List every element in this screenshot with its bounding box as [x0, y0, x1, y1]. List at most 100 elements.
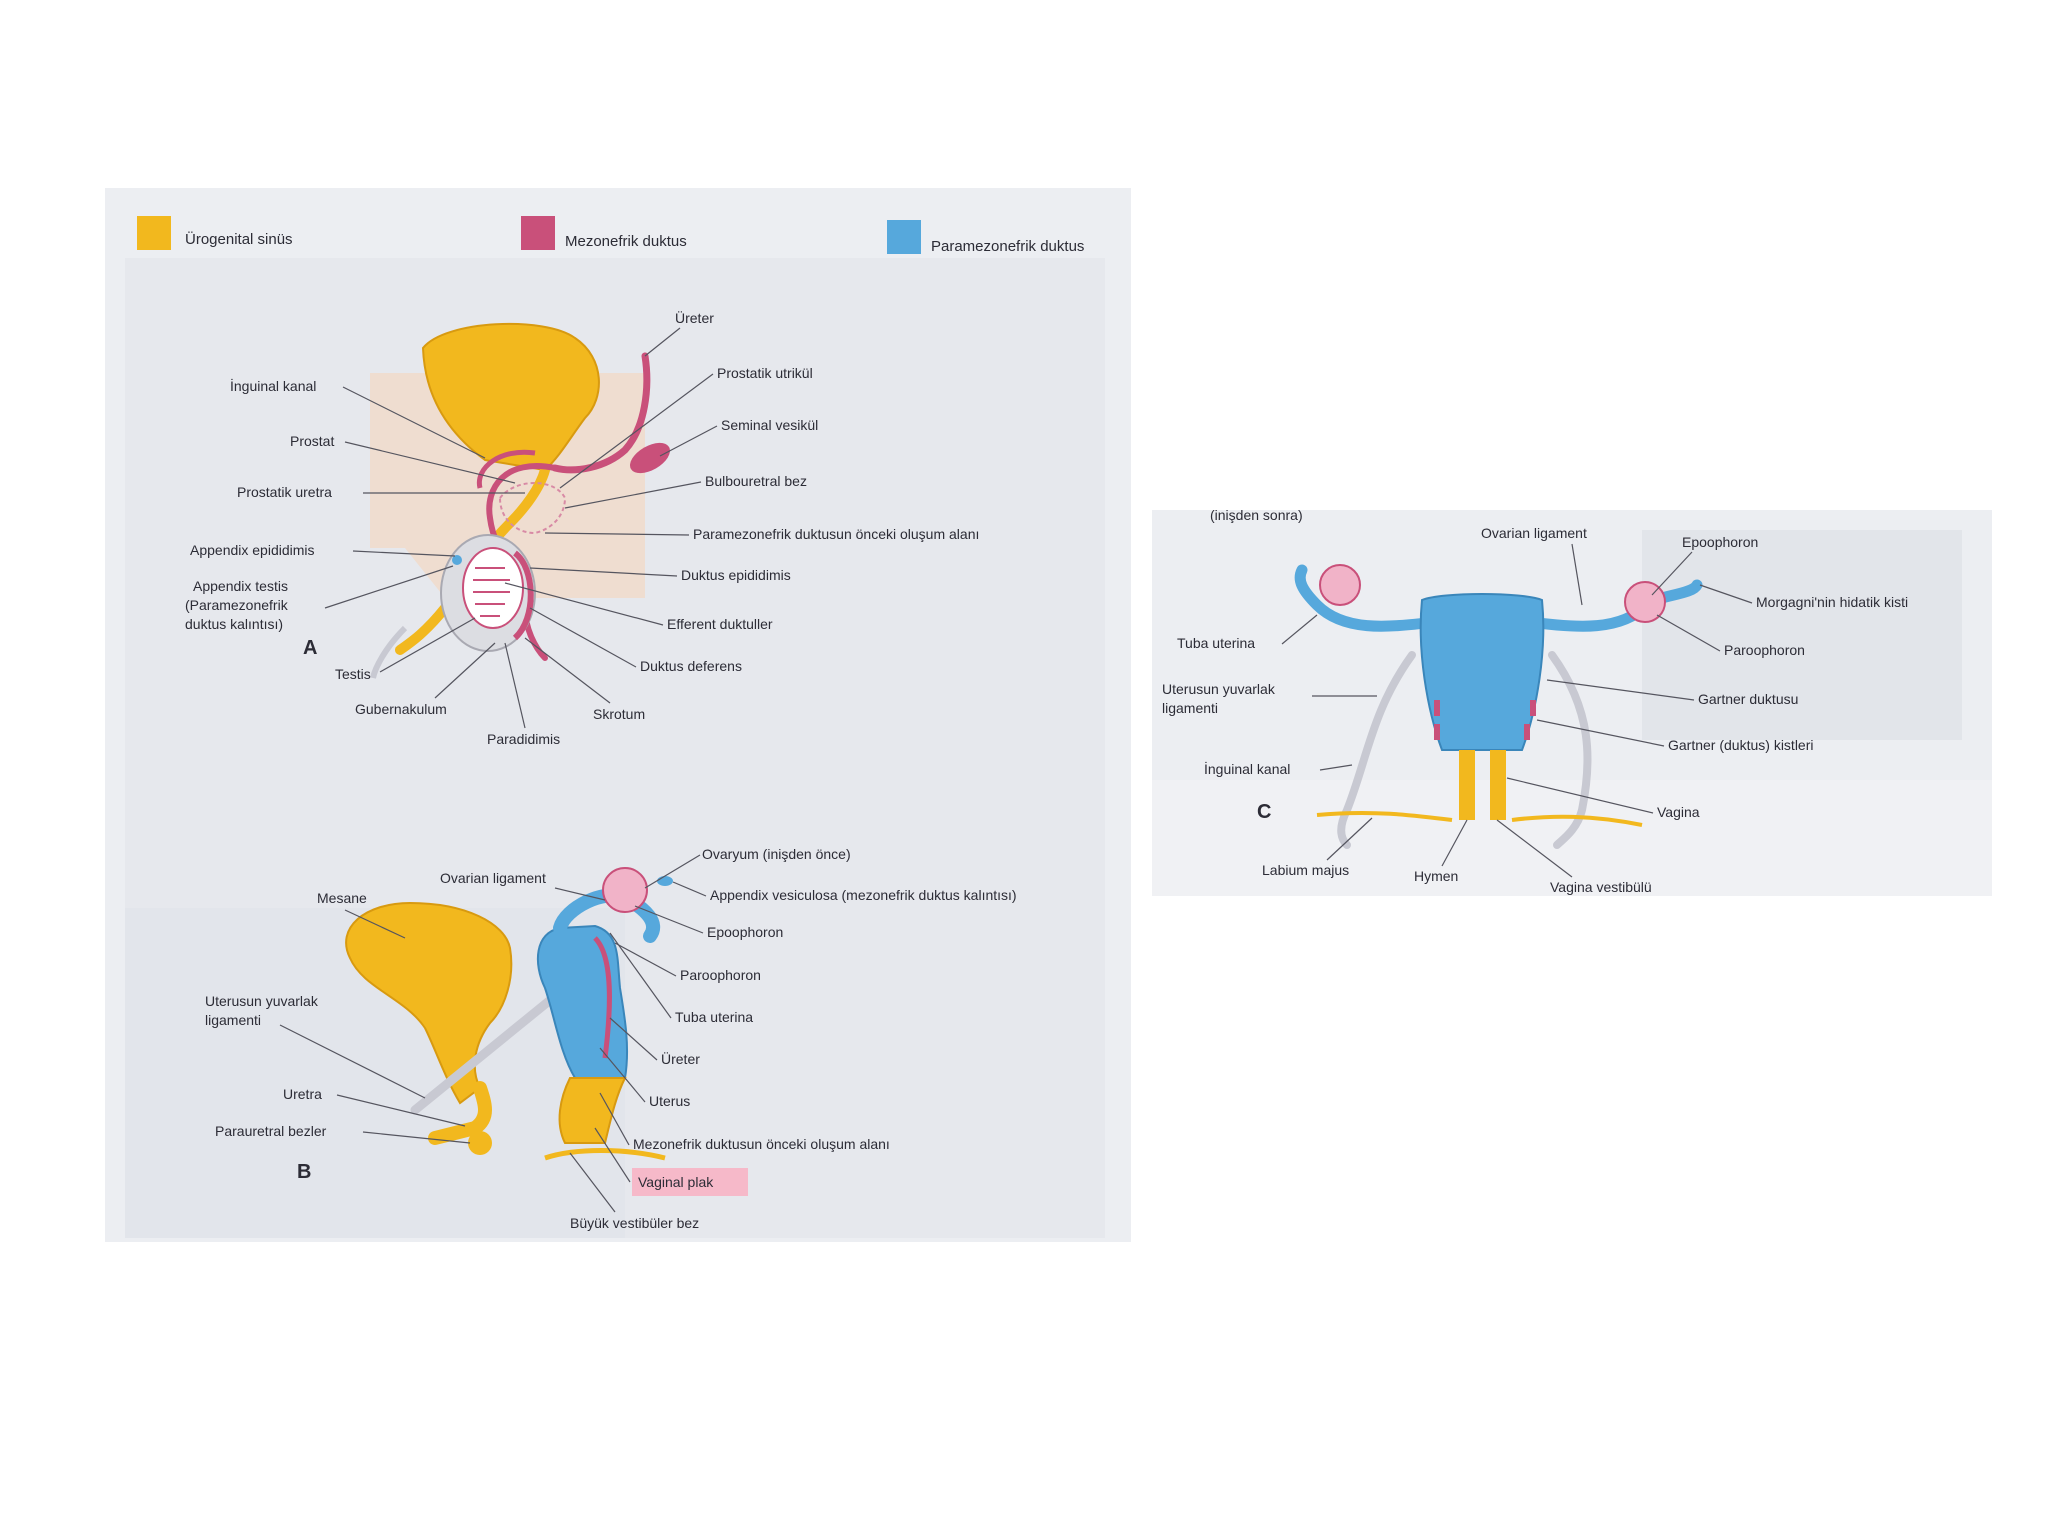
label-parauretral: Parauretral bezler — [215, 1123, 327, 1139]
leader-line — [352, 550, 456, 557]
leader-line — [672, 881, 707, 897]
label-ureter-a: Üreter — [675, 309, 714, 326]
label-top-cut-c: (inişden sonra) — [1210, 510, 1303, 523]
mesonephric-loop — [476, 449, 536, 489]
epididymis-shape — [512, 550, 534, 641]
leader-line — [1319, 764, 1353, 771]
label-skrotum: Skrotum — [593, 706, 645, 722]
leader-line — [1699, 584, 1753, 604]
label-appendix-testis-1: Appendix testis — [193, 578, 288, 594]
leader-line — [324, 565, 454, 609]
label-prostatik-utrikul: Prostatik utrikül — [717, 365, 813, 381]
legend-label-paramesonephric: Paramezonefrik duktus — [931, 238, 1084, 255]
leader-line — [344, 441, 516, 484]
tuba-uterina-c-left — [1294, 564, 1453, 632]
leader-line — [544, 532, 690, 536]
legend-swatch-paramesonephric — [887, 220, 921, 254]
label-labium: Labium majus — [1262, 862, 1349, 878]
label-prostat: Prostat — [290, 433, 334, 449]
leader-line — [504, 582, 664, 626]
page-shade-c — [1642, 530, 1962, 740]
leader-line — [342, 386, 486, 459]
leader-line — [644, 327, 681, 357]
label-vaginal-plak: Vaginal plak — [638, 1174, 714, 1190]
label-epoophoron-b: Epoophoron — [707, 924, 783, 940]
label-mesane: Mesane — [317, 890, 367, 906]
leader-line — [609, 1017, 658, 1061]
leader-line — [614, 942, 677, 977]
ovary-c-left — [1319, 564, 1361, 606]
label-ureter-b: Üreter — [661, 1050, 700, 1067]
vagina-c-left — [1459, 750, 1475, 820]
ovary-b-shape — [602, 867, 648, 913]
prostate-outline — [498, 482, 567, 535]
leader-line — [529, 607, 637, 668]
label-uterus-b: Uterus — [649, 1093, 690, 1109]
appendix-vesiculosa-shape — [657, 876, 673, 886]
seminal-vesicle-shape — [630, 442, 670, 474]
label-epoophoron-c: Epoophoron — [1682, 534, 1758, 550]
leader-line — [1536, 719, 1665, 747]
legend-swatch-mesonephric — [521, 216, 555, 250]
urethra-b-shape — [428, 1081, 492, 1145]
label-paramezo-alan: Paramezonefrik duktusun önceki oluşum al… — [693, 526, 979, 542]
label-testis: Testis — [335, 666, 371, 682]
figure-panel-c: (inişden sonra) Ovarian ligament Epoopho… — [1152, 510, 1992, 896]
label-ovarian-lig-c: Ovarian ligament — [1481, 525, 1587, 541]
label-uterus-yuvarlak-b-2: ligamenti — [205, 1012, 261, 1028]
label-vagina-vestibulu: Vagina vestibülü — [1550, 879, 1652, 895]
label-inguinal-c: İnguinal kanal — [1204, 760, 1290, 777]
figure-panel-ab: Ürogenital sinüs Mezonefrik duktus Param… — [105, 188, 1131, 1242]
leader-line — [1656, 614, 1721, 652]
leader-line — [1546, 679, 1695, 701]
bladder-shape — [421, 322, 600, 472]
gubernaculum-shape — [370, 625, 408, 679]
label-mezonefrik-alan: Mezonefrik duktusun önceki oluşum alanı — [633, 1136, 890, 1152]
gartner-cyst-right — [1530, 700, 1536, 716]
label-duktus-epididimis: Duktus epididimis — [681, 567, 791, 583]
label-appendix-epididimis: Appendix epididimis — [190, 542, 315, 558]
leader-line — [336, 1094, 466, 1127]
label-vagina-c: Vagina — [1657, 804, 1700, 820]
label-morgagni: Morgagni'nin hidatik kisti — [1756, 594, 1908, 610]
label-ovarian-lig-b: Ovarian ligament — [440, 870, 546, 886]
label-tuba-c: Tuba uterina — [1177, 635, 1255, 651]
legend-label-urogenital: Ürogenital sinüs — [185, 230, 293, 248]
leader-line — [504, 642, 526, 729]
label-seminal: Seminal vesikül — [721, 417, 818, 433]
label-uterus-yuvarlak-b-1: Uterusun yuvarlak — [205, 993, 319, 1009]
female-anatomy-illustration-b — [345, 867, 673, 1161]
label-uretra-b: Uretra — [283, 1086, 322, 1102]
label-gartner-duktusu: Gartner duktusu — [1698, 691, 1798, 707]
efferent-ductules — [473, 567, 510, 617]
label-paroophoron-b: Paroophoron — [680, 967, 761, 983]
leader-line — [594, 1127, 631, 1183]
leader-line — [659, 425, 718, 457]
leader-line — [564, 481, 702, 509]
bladder-b-shape — [345, 901, 513, 1105]
round-ligament-c-left — [1337, 651, 1416, 849]
panel-letter-a: A — [303, 637, 317, 659]
label-uterus-yuvarlak-c-1: Uterusun yuvarlak — [1162, 681, 1276, 697]
leader-line — [344, 909, 406, 939]
female-anatomy-illustration-c — [1294, 564, 1703, 849]
gartner-cyst-left-2 — [1434, 724, 1440, 740]
leader-line — [599, 1092, 630, 1146]
leader-line — [524, 637, 611, 704]
round-ligament-b — [410, 983, 570, 1115]
labium-majus-shape — [1316, 810, 1643, 827]
label-bulbouretral: Bulbouretral bez — [705, 473, 807, 489]
label-buyuk-vestibuler: Büyük vestibüler bez — [570, 1215, 699, 1231]
leader-line — [529, 567, 678, 577]
leader-line — [434, 642, 496, 699]
panel-b-labels: Ovaryum (inişden önce) Ovarian ligament … — [205, 846, 1017, 1231]
leader-line — [279, 1024, 426, 1099]
label-efferent: Efferent duktuller — [667, 616, 773, 632]
label-inguinal-a: İnguinal kanal — [230, 377, 316, 394]
leader-line — [569, 1152, 616, 1213]
panel-letter-c: C — [1257, 801, 1271, 823]
vagina-c-right — [1490, 750, 1506, 820]
vestibule-b — [544, 1148, 666, 1161]
ureter-tube — [551, 352, 651, 474]
leader-line — [644, 854, 701, 889]
